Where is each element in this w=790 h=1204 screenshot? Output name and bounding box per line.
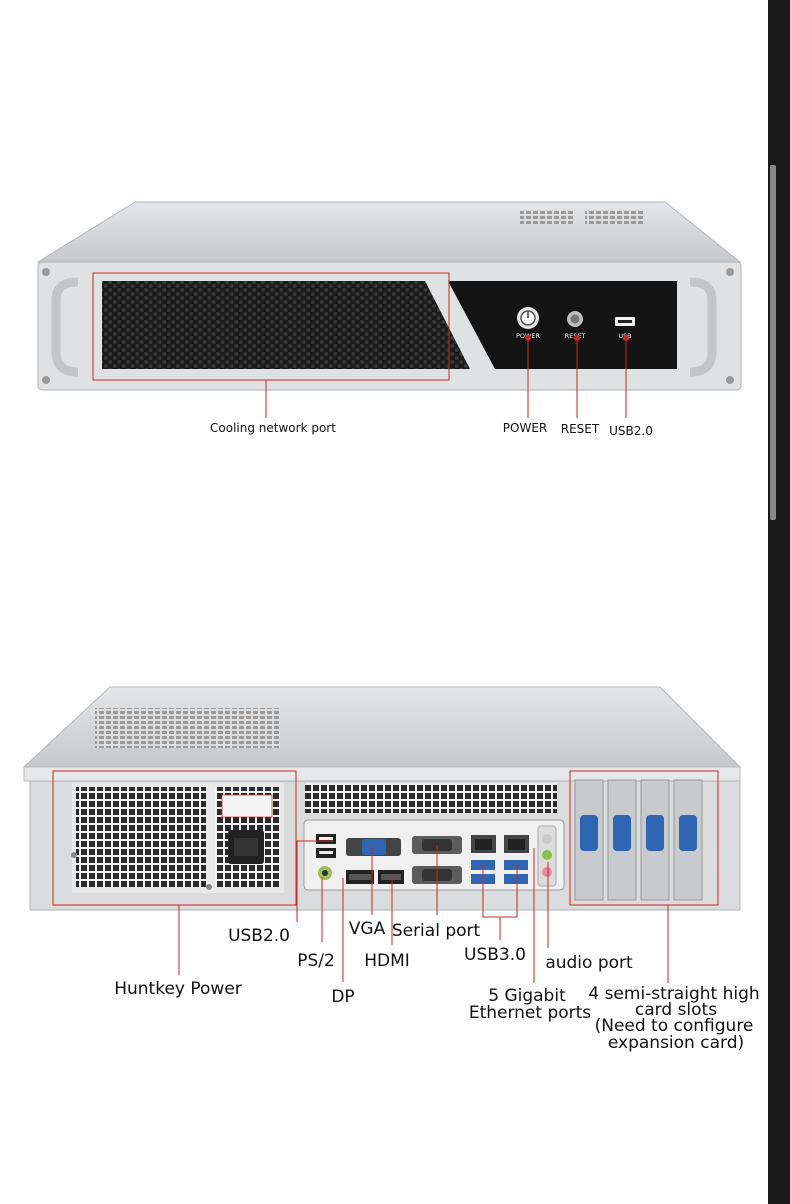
rear-upper-vent xyxy=(305,783,557,813)
front-callout-lines xyxy=(92,272,629,418)
front-control-panel xyxy=(448,281,677,369)
callout-serial-port: Serial port xyxy=(392,921,481,941)
callout-hdmi: HDMI xyxy=(364,951,410,971)
callout-usb20-rear: USB2.0 xyxy=(228,926,290,946)
rear-usb20-ports[interactable] xyxy=(316,834,336,858)
top-vent-left xyxy=(520,210,575,224)
callout-card-slots-line3: (Need to configure xyxy=(595,1016,754,1036)
callout-vga: VGA xyxy=(349,919,386,939)
hdmi-port[interactable] xyxy=(378,870,404,884)
callout-power: POWER xyxy=(503,421,547,435)
rear-top-vent-right xyxy=(185,708,280,748)
vga-port[interactable] xyxy=(346,838,401,856)
left-handle xyxy=(42,268,79,384)
front-usb-port[interactable] xyxy=(615,317,635,326)
dp-port[interactable] xyxy=(346,870,374,884)
callout-ps2: PS/2 xyxy=(297,951,335,971)
psu-module xyxy=(71,783,284,893)
rear-callout-lines xyxy=(52,770,719,983)
right-handle xyxy=(689,268,734,384)
ps2-port[interactable] xyxy=(318,866,332,880)
rear-top-vent-left xyxy=(95,708,190,748)
power-button[interactable] xyxy=(517,307,539,329)
callout-dp: DP xyxy=(331,987,354,1007)
callout-cooling-network-port: Cooling network port xyxy=(210,421,336,435)
front-chassis: POWER RESET USB xyxy=(36,201,742,391)
callout-audio-port: audio port xyxy=(545,953,633,973)
rear-chassis xyxy=(22,686,742,911)
scrollbar-track[interactable] xyxy=(768,0,790,1204)
callout-usb20-front: USB2.0 xyxy=(609,424,653,438)
callout-ethernet-line2: Ethernet ports xyxy=(469,1003,591,1023)
expansion-slots xyxy=(574,779,703,901)
callout-ethernet-line1: 5 Gigabit xyxy=(488,986,566,1006)
ethernet-ports[interactable] xyxy=(471,835,529,853)
callout-reset: RESET xyxy=(561,422,600,436)
callout-card-slots-line1: 4 semi-straight high xyxy=(588,984,759,1004)
callout-card-slots-line4: expansion card) xyxy=(608,1033,744,1053)
top-vent-right xyxy=(585,210,645,224)
psu-fan-grill xyxy=(76,787,206,887)
reset-button[interactable] xyxy=(567,311,583,327)
product-figure: POWER RESET USB Cooling network port POW… xyxy=(22,201,760,1053)
front-cooling-mesh xyxy=(102,281,470,369)
psu-rating-sticker xyxy=(221,794,273,818)
audio-jacks[interactable] xyxy=(537,825,557,887)
callout-huntkey-power: Huntkey Power xyxy=(114,979,242,999)
scrollbar-thumb[interactable] xyxy=(770,165,776,520)
callout-usb30: USB3.0 xyxy=(464,945,526,965)
callout-card-slots-line2: card slots xyxy=(635,1000,717,1020)
